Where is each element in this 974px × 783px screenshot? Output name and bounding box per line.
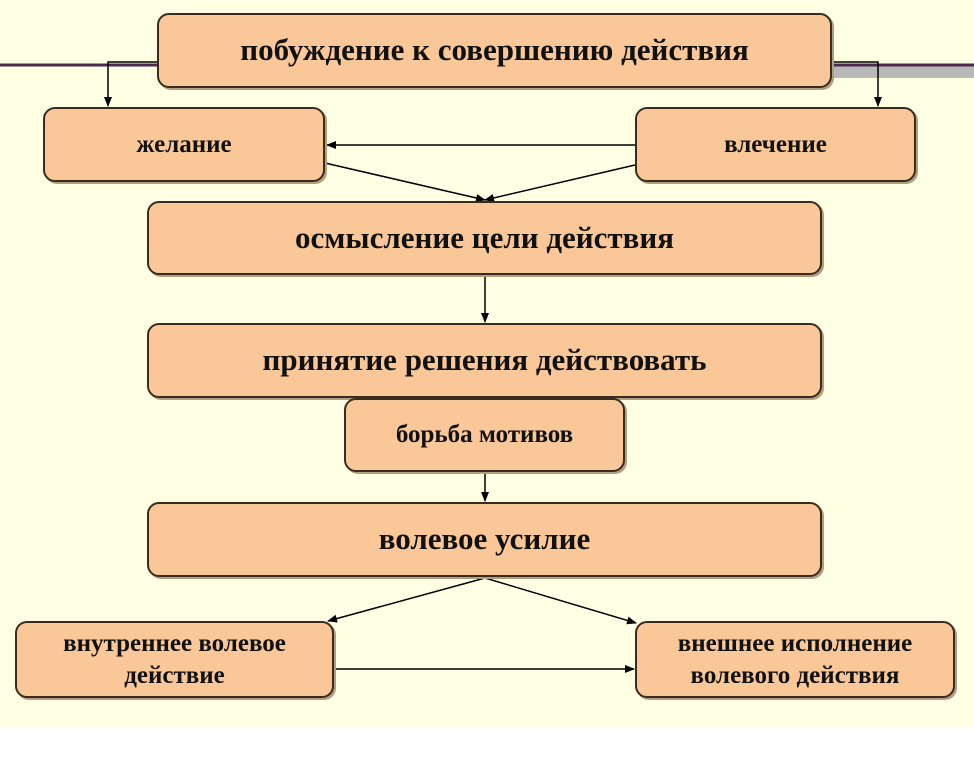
arrow-attraction-goal (484, 164, 636, 202)
decor-shadow-bar (832, 66, 974, 78)
arrow-effort-internal (327, 577, 486, 623)
node-internal: внутреннее волевое действие (15, 621, 334, 698)
node-external: внешнее исполнение волевого действия (635, 621, 955, 698)
arrow-impulse-desire (104, 61, 157, 107)
node-attraction: влечение (635, 107, 916, 182)
arrow-desire-goal (324, 162, 486, 202)
node-goal: осмысление цели действия (147, 201, 822, 275)
node-desire: желание (43, 107, 325, 182)
node-decision: принятие решения действовать (147, 323, 822, 398)
arrow-effort-external (484, 577, 637, 625)
arrow-impulse-attraction (832, 61, 882, 107)
node-effort: волевое усилие (147, 502, 822, 577)
node-motives: борьба мотивов (344, 398, 625, 472)
node-impulse: побуждение к совершению действия (157, 13, 832, 88)
